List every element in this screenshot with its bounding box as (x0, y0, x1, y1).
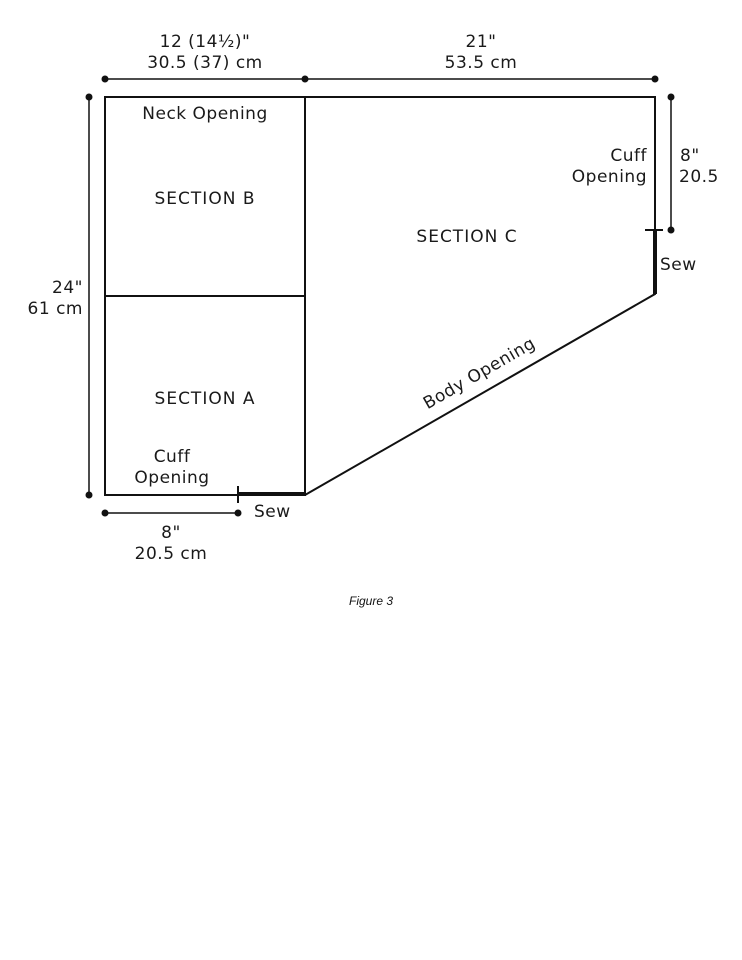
sew-marks (237, 229, 663, 503)
sew-label-right: Sew (660, 255, 697, 275)
pattern-outline (104, 96, 656, 496)
cuff-opening-left-line2: Opening (134, 468, 209, 488)
figure-caption: Figure 3 (349, 594, 393, 608)
dimension-endpoints (85, 75, 675, 517)
dim-dot (85, 93, 93, 101)
dim-dot (667, 226, 675, 234)
top-right-dimension-cm: 53.5 cm (445, 53, 518, 73)
left-dimension-inches: 24" (52, 278, 83, 298)
dimension-lines (88, 78, 672, 514)
dim-dot (101, 509, 109, 517)
section-c-label: SECTION C (416, 227, 517, 247)
dim-dot (667, 93, 675, 101)
section-a-label: SECTION A (155, 389, 256, 409)
dim-dot (85, 491, 93, 499)
left-dimension-cm: 61 cm (28, 299, 83, 319)
section-c-outline (304, 96, 656, 496)
bottom-dimension-cm: 20.5 cm (135, 544, 208, 564)
right-dimension-inches: 8" (680, 146, 700, 166)
right-dimension-cm: 20.5 (679, 167, 719, 187)
top-left-dimension-inches: 12 (14½)" (160, 32, 251, 52)
bottom-dimension-inches: 8" (161, 523, 181, 543)
dim-dot (651, 75, 659, 83)
body-opening-label: Body Opening (420, 334, 539, 414)
top-left-dimension-cm: 30.5 (37) cm (147, 53, 262, 73)
dim-dot (101, 75, 109, 83)
cuff-opening-left-line1: Cuff (154, 447, 191, 467)
dim-dot (234, 509, 242, 517)
neck-opening-label: Neck Opening (142, 104, 267, 124)
sew-label-bottom: Sew (254, 502, 291, 522)
cuff-opening-right-line1: Cuff (610, 146, 647, 166)
dim-dot (301, 75, 309, 83)
section-b-label: SECTION B (155, 189, 256, 209)
top-right-dimension-inches: 21" (466, 32, 497, 52)
cuff-opening-right-line2: Opening (572, 167, 647, 187)
